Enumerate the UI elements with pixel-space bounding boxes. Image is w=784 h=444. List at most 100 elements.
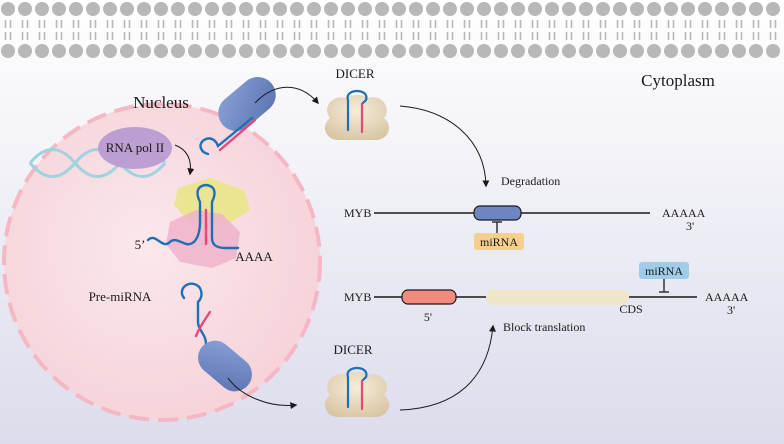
- lipid-head: [647, 44, 661, 58]
- lipid-head: [477, 44, 491, 58]
- lipid-head: [205, 44, 219, 58]
- lipid-head: [222, 2, 236, 16]
- lipid-head: [205, 2, 219, 16]
- lipid-head: [511, 2, 525, 16]
- dicer-bottom: [324, 366, 390, 417]
- lipid-head: [307, 44, 321, 58]
- arrow-export-bottom: [227, 377, 298, 410]
- lipid-head: [324, 2, 338, 16]
- lipid-head: [443, 44, 457, 58]
- lipid-head: [562, 2, 576, 16]
- lipid-head: [120, 44, 134, 58]
- lipid-head: [103, 44, 117, 58]
- lipid-head: [103, 2, 117, 16]
- lipid-head: [239, 2, 253, 16]
- lipid-head: [749, 2, 763, 16]
- mirna-target-site: [473, 205, 522, 221]
- lipid-head: [222, 44, 236, 58]
- lipid-head: [392, 44, 406, 58]
- three-prime-label-bottom: 3': [727, 303, 735, 317]
- exportin-top: [218, 77, 276, 131]
- lipid-head: [664, 2, 678, 16]
- lipid-head: [698, 2, 712, 16]
- arrow-transcription: [174, 144, 195, 176]
- lipid-head: [188, 2, 202, 16]
- lipid-head: [511, 44, 525, 58]
- five-prime-label-bottom: 5': [424, 310, 432, 324]
- lipid-head: [188, 44, 202, 58]
- nucleus-label: Nucleus: [133, 93, 189, 112]
- lipid-head: [69, 44, 83, 58]
- dicer-top: [324, 89, 390, 140]
- lipid-head: [273, 2, 287, 16]
- poly-a-label-primary: AAAA: [235, 249, 273, 264]
- lipid-head: [715, 44, 729, 58]
- myb-label-top: MYB: [344, 206, 371, 220]
- lipid-head: [681, 44, 695, 58]
- lipid-head: [137, 2, 151, 16]
- lipid-head: [528, 2, 542, 16]
- lipid-head: [596, 44, 610, 58]
- mirna-top: miRNA: [474, 221, 524, 250]
- lipid-head: [35, 2, 49, 16]
- lipid-head: [52, 44, 66, 58]
- lipid-head: [732, 44, 746, 58]
- five-prime-utr: [401, 289, 457, 305]
- lipid-head: [613, 2, 627, 16]
- lipid-head: [86, 44, 100, 58]
- lipid-head: [545, 44, 559, 58]
- lipid-head: [375, 2, 389, 16]
- arrow-block-translation: [399, 324, 496, 411]
- poly-a-label-bottom: AAAAA: [705, 290, 749, 304]
- lipid-head: [494, 2, 508, 16]
- lipid-head: [426, 2, 440, 16]
- rna-pol-ii: RNA pol II: [98, 127, 172, 169]
- lipid-head: [613, 44, 627, 58]
- lipid-head: [137, 44, 151, 58]
- lipid-head: [630, 2, 644, 16]
- lipid-head: [154, 44, 168, 58]
- arrow-degradation: [399, 105, 490, 188]
- lipid-head: [460, 2, 474, 16]
- lipid-head: [239, 44, 253, 58]
- three-prime-label-top: 3': [686, 219, 694, 233]
- lipid-head: [324, 44, 338, 58]
- lipid-head: [409, 44, 423, 58]
- lipid-head: [171, 2, 185, 16]
- lipid-head: [273, 44, 287, 58]
- poly-a-label-top: AAAAA: [662, 206, 706, 220]
- lipid-head: [579, 44, 593, 58]
- lipid-head: [766, 44, 780, 58]
- cytoplasm-label: Cytoplasm: [641, 71, 715, 90]
- lipid-head: [52, 2, 66, 16]
- lipid-head: [154, 2, 168, 16]
- lipid-head: [732, 2, 746, 16]
- lipid-head: [647, 2, 661, 16]
- lipid-head: [579, 2, 593, 16]
- lipid-head: [596, 2, 610, 16]
- lipid-head: [256, 44, 270, 58]
- lipid-head: [528, 44, 542, 58]
- myb-mrna-translation: MYB 5' CDS AAAAA 3': [344, 289, 749, 324]
- cell-membrane: [1, 2, 780, 58]
- lipid-head: [630, 44, 644, 58]
- lipid-head: [426, 44, 440, 58]
- lipid-head: [358, 2, 372, 16]
- lipid-head: [120, 2, 134, 16]
- pre-mirna-hairpin: [180, 282, 212, 346]
- lipid-head: [749, 44, 763, 58]
- lipid-head: [18, 44, 32, 58]
- lipid-head: [341, 2, 355, 16]
- lipid-head: [664, 44, 678, 58]
- lipid-head: [494, 44, 508, 58]
- lipid-head: [358, 44, 372, 58]
- lipid-head: [545, 2, 559, 16]
- processing-complex-pink: [166, 210, 240, 268]
- cds-label: CDS: [619, 302, 642, 316]
- lipid-head: [290, 2, 304, 16]
- lipid-head: [171, 44, 185, 58]
- exported-hairpin-top: [199, 116, 257, 156]
- lipid-head: [18, 2, 32, 16]
- exportin-bottom: [198, 340, 252, 392]
